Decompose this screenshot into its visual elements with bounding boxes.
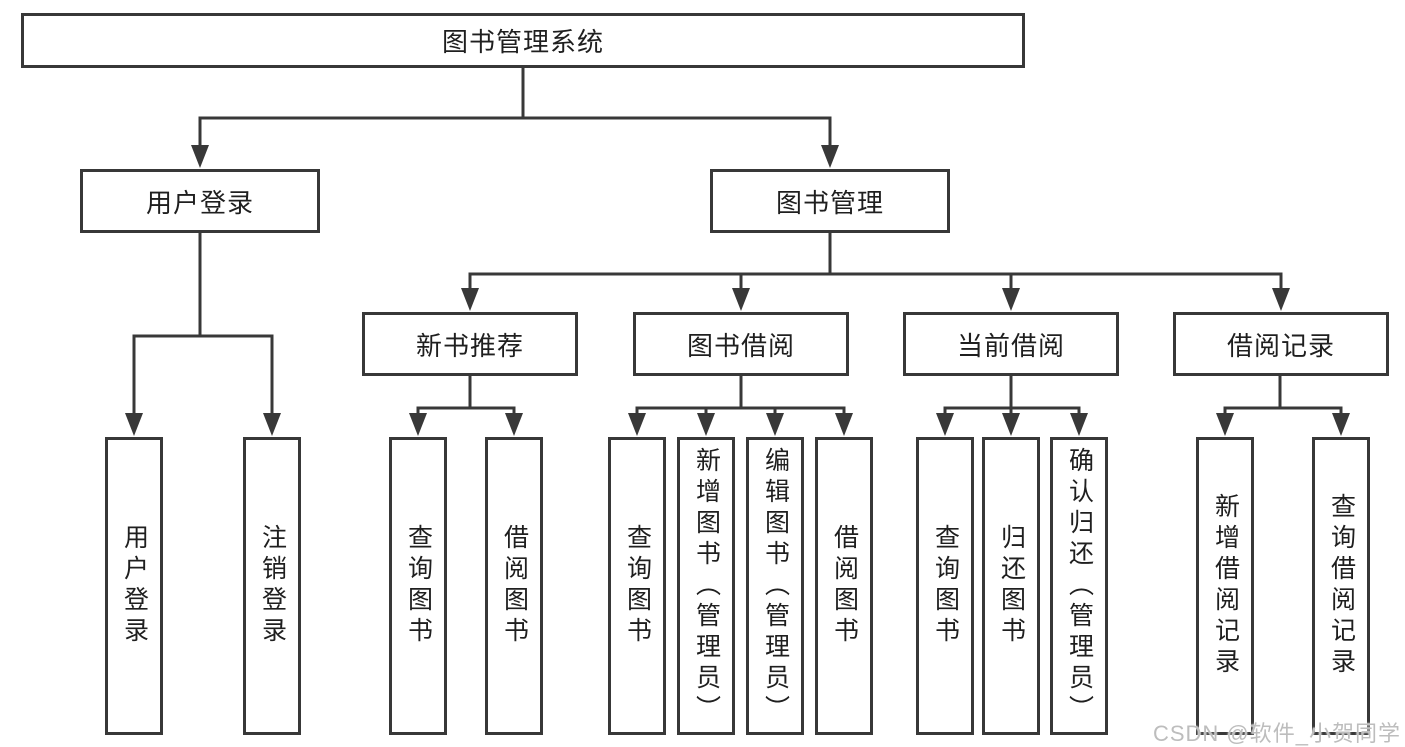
leaf-borrow-query-books: 查询图书 — [608, 437, 666, 735]
node-current-borrow-label: 当前借阅 — [956, 330, 1065, 361]
node-new-book-recommend: 新书推荐 — [362, 312, 578, 376]
leaf-current-confirm-return-admin-label: 确认归还（管理员） — [1065, 446, 1094, 726]
node-current-borrow: 当前借阅 — [903, 312, 1119, 376]
leaf-borrow-edit-books-admin-label: 编辑图书（管理员） — [761, 446, 790, 726]
node-library-system: 图书管理系统 — [21, 13, 1025, 68]
leaf-borrow-add-books-admin-label: 新增图书（管理员） — [692, 446, 721, 726]
node-book-borrow-label: 图书借阅 — [686, 330, 795, 361]
leaf-current-return-books-label: 归还图书 — [997, 524, 1026, 648]
node-book-management-label: 图书管理 — [775, 187, 884, 218]
leaf-user-login: 用户登录 — [105, 437, 163, 735]
node-user-login: 用户登录 — [80, 169, 320, 233]
csdn-watermark: CSDN @软件_小贺同学 — [1152, 721, 1401, 746]
leaf-user-login-label: 用户登录 — [120, 524, 149, 648]
leaf-records-add-record-label: 新增借阅记录 — [1211, 493, 1240, 679]
node-book-borrow: 图书借阅 — [633, 312, 849, 376]
leaf-current-return-books: 归还图书 — [982, 437, 1040, 735]
leaf-recommend-borrow-books: 借阅图书 — [485, 437, 543, 735]
leaf-borrow-borrow-books: 借阅图书 — [815, 437, 873, 735]
node-book-management: 图书管理 — [710, 169, 950, 233]
leaf-borrow-add-books-admin: 新增图书（管理员） — [677, 437, 735, 735]
leaf-records-query-record: 查询借阅记录 — [1312, 437, 1370, 735]
leaf-borrow-query-books-label: 查询图书 — [623, 524, 652, 648]
node-library-system-label: 图书管理系统 — [441, 27, 604, 57]
leaf-current-query-books-label: 查询图书 — [931, 524, 960, 648]
node-user-login-label: 用户登录 — [145, 187, 254, 218]
leaf-current-confirm-return-admin: 确认归还（管理员） — [1050, 437, 1108, 735]
leaf-recommend-borrow-books-label: 借阅图书 — [500, 524, 529, 648]
leaf-recommend-query-books: 查询图书 — [389, 437, 447, 735]
leaf-borrow-edit-books-admin: 编辑图书（管理员） — [746, 437, 804, 735]
leaf-logout: 注销登录 — [243, 437, 301, 735]
node-borrow-records: 借阅记录 — [1173, 312, 1389, 376]
node-borrow-records-label: 借阅记录 — [1226, 330, 1335, 361]
leaf-records-query-record-label: 查询借阅记录 — [1327, 493, 1356, 679]
leaf-recommend-query-books-label: 查询图书 — [404, 524, 433, 648]
leaf-current-query-books: 查询图书 — [916, 437, 974, 735]
node-new-book-recommend-label: 新书推荐 — [415, 330, 524, 361]
leaf-records-add-record: 新增借阅记录 — [1196, 437, 1254, 735]
leaf-logout-label: 注销登录 — [258, 524, 287, 648]
leaf-borrow-borrow-books-label: 借阅图书 — [830, 524, 859, 648]
